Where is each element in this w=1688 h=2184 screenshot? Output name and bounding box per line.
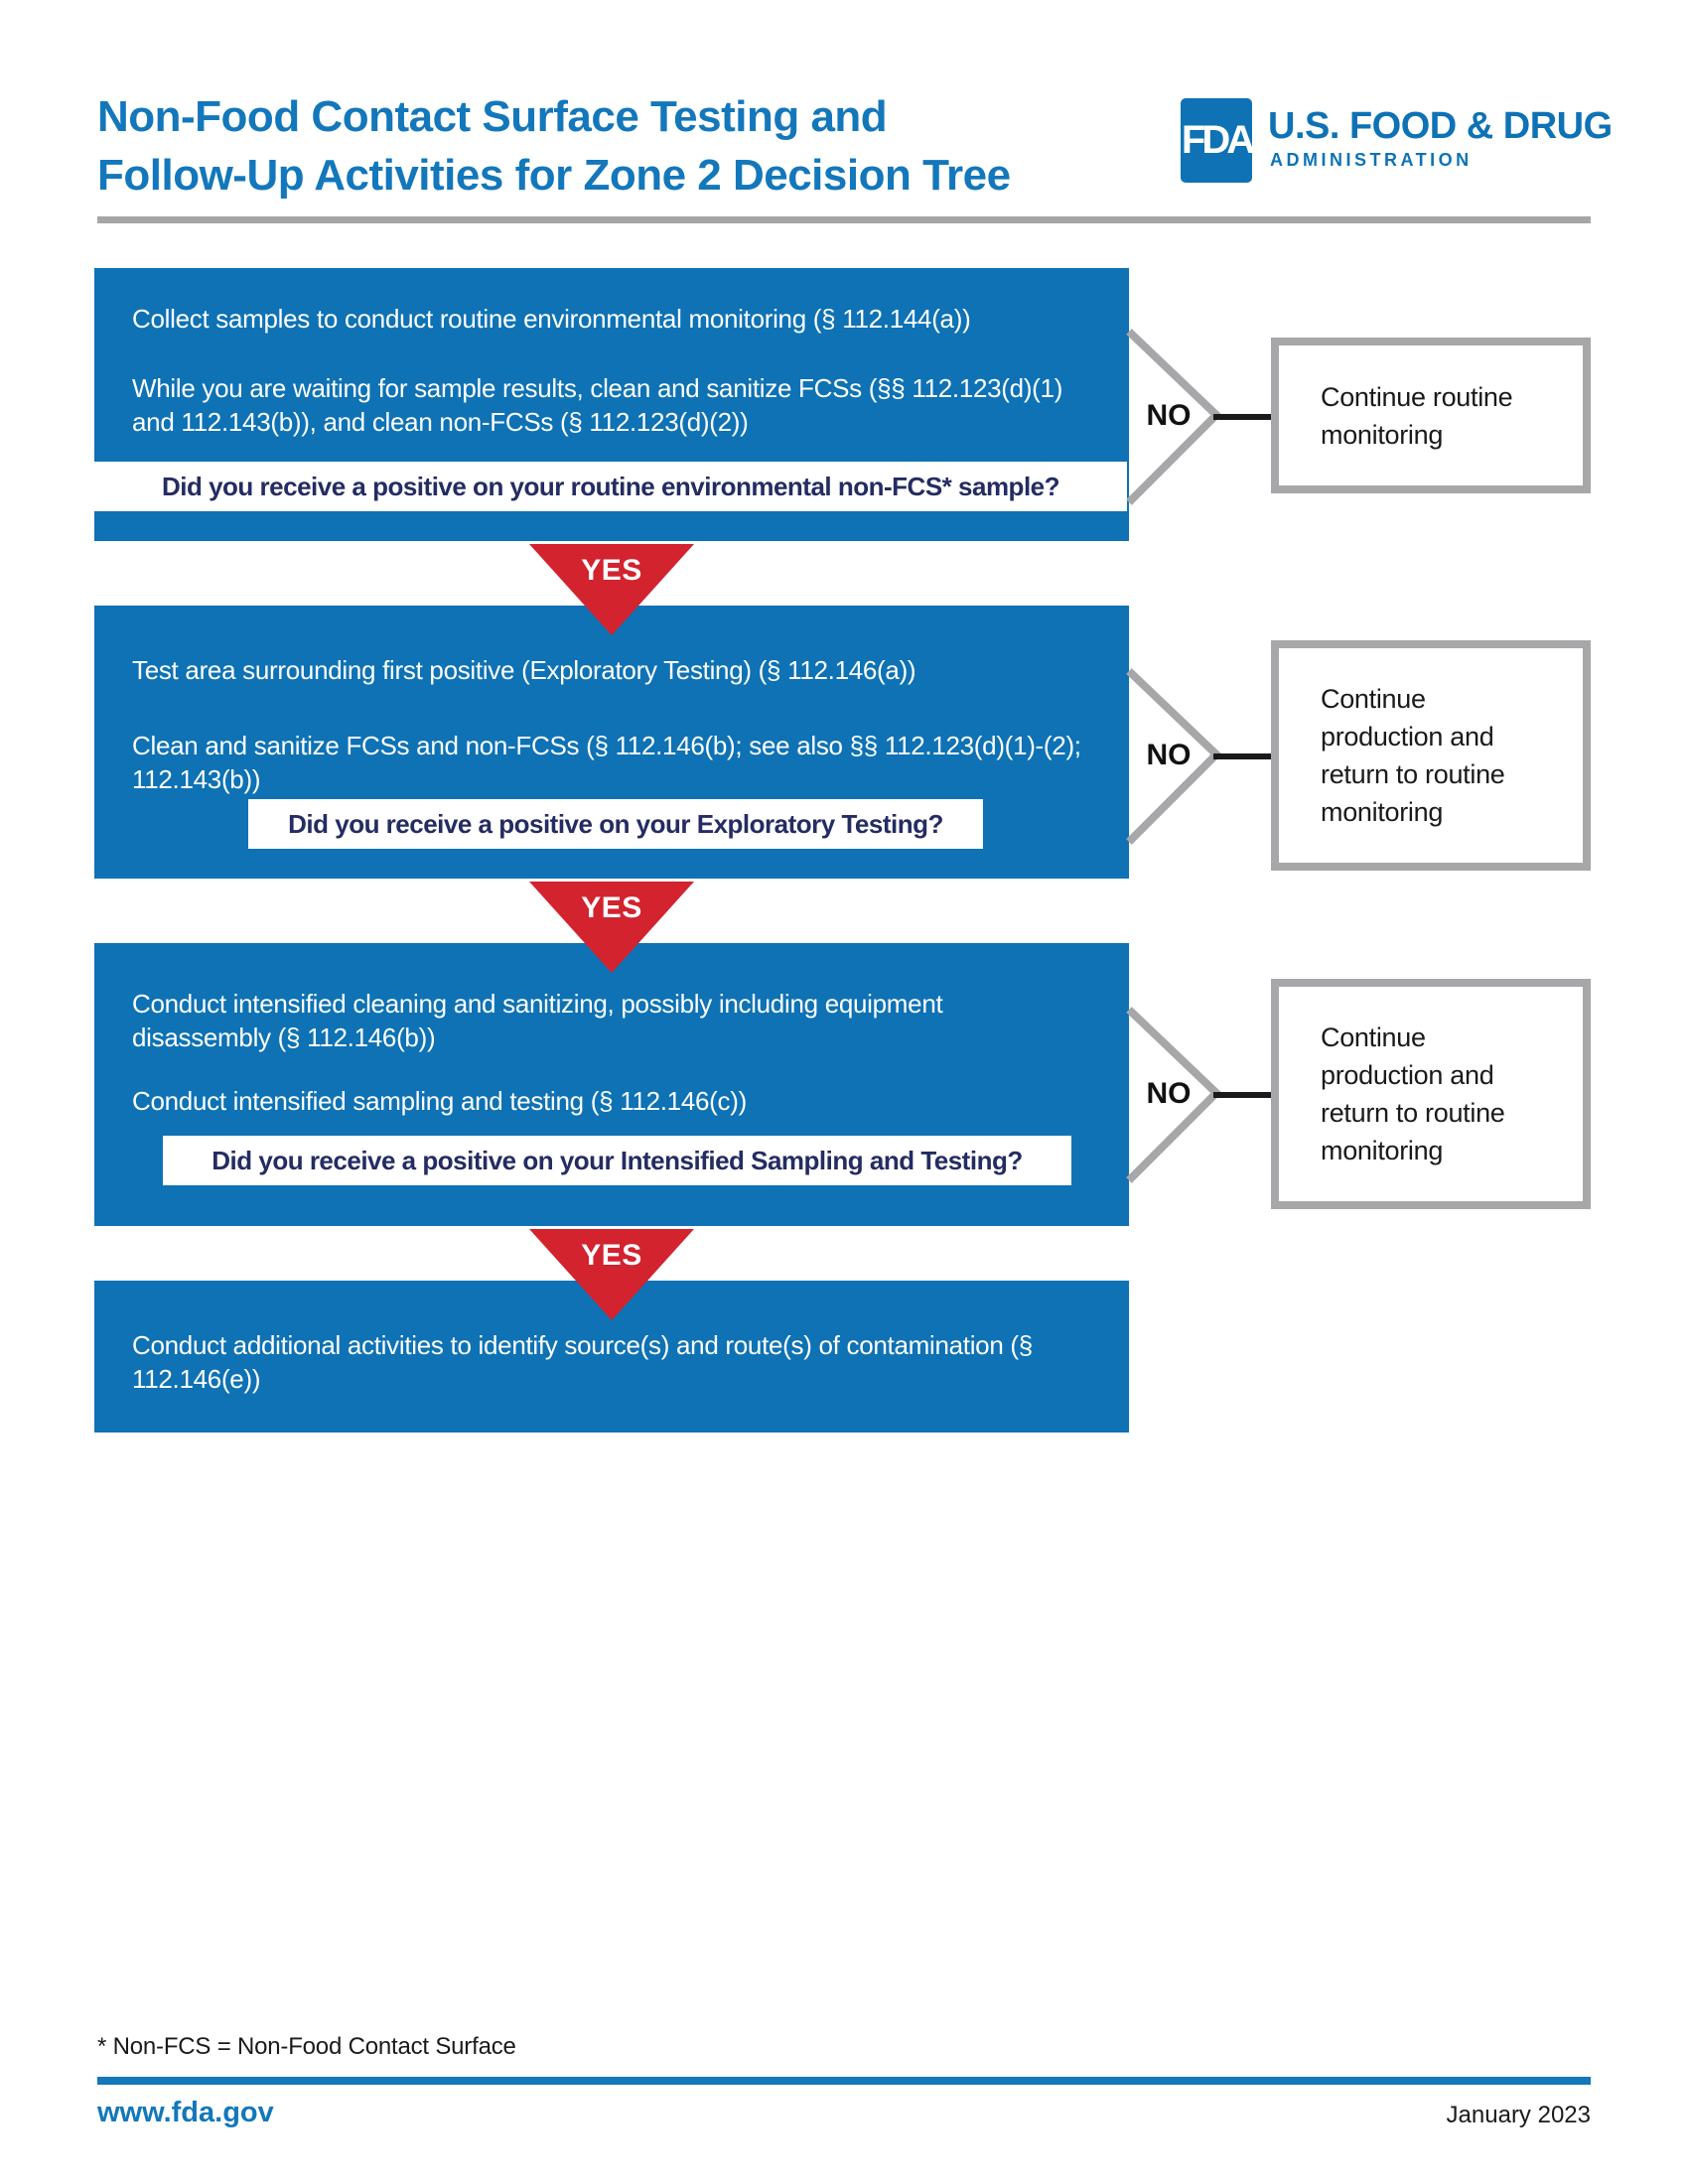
- outcome-box: Continue production and return to routin…: [1271, 640, 1591, 871]
- footer-date: January 2023: [1446, 2102, 1591, 2128]
- step-box-identify-contamination: Conduct additional activities to identif…: [94, 1281, 1129, 1433]
- question-banner: Did you receive a positive on your routi…: [94, 462, 1127, 511]
- header-divider: [97, 216, 1591, 223]
- page-title: Non-Food Contact Surface Testing and Fol…: [97, 87, 1011, 205]
- step-box-intensified-sampling: Conduct intensified cleaning and sanitiz…: [94, 943, 1129, 1226]
- fda-wordmark-line1: U.S. FOOD & DRUG: [1268, 105, 1613, 147]
- step-paragraph: Clean and sanitize FCSs and non-FCSs (§ …: [132, 731, 1081, 794]
- connector-line: [1213, 1092, 1271, 1098]
- fda-wordmark-line2: ADMINISTRATION: [1270, 150, 1473, 170]
- footer-divider: [97, 2077, 1591, 2085]
- outcome-text: Continue routine monitoring: [1321, 381, 1513, 450]
- yes-label: YES: [581, 1239, 642, 1272]
- step-box-routine-monitoring: Collect samples to conduct routine envir…: [94, 268, 1129, 541]
- yes-label: YES: [581, 554, 642, 587]
- step-paragraph: Conduct intensified sampling and testing…: [132, 1086, 747, 1116]
- step-paragraph: Collect samples to conduct routine envir…: [132, 304, 971, 334]
- footnote: * Non-FCS = Non-Food Contact Surface: [97, 2033, 516, 2060]
- yes-label: YES: [581, 891, 642, 924]
- no-label: NO: [1146, 1077, 1192, 1110]
- question-banner: Did you receive a positive on your Explo…: [248, 799, 983, 849]
- fda-logo-icon: FDA: [1181, 98, 1255, 183]
- question-banner: Did you receive a positive on your Inten…: [163, 1136, 1071, 1185]
- page-title-line2: Follow-Up Activities for Zone 2 Decision…: [97, 151, 1011, 200]
- step-paragraph: Conduct intensified cleaning and sanitiz…: [132, 989, 943, 1052]
- no-label: NO: [1146, 739, 1192, 771]
- outcome-text: Continue production and return to routin…: [1321, 684, 1505, 827]
- outcome-box: Continue production and return to routin…: [1271, 979, 1591, 1209]
- connector-line: [1213, 414, 1271, 420]
- outcome-box: Continue routine monitoring: [1271, 338, 1591, 493]
- connector-line: [1213, 753, 1271, 759]
- step-paragraph: Conduct additional activities to identif…: [132, 1330, 1033, 1394]
- page-title-line1: Non-Food Contact Surface Testing and: [97, 92, 888, 141]
- fda-gov-link[interactable]: www.fda.gov: [97, 2097, 274, 2128]
- fda-logo-acronym: FDA: [1181, 118, 1255, 162]
- step-paragraph: While you are waiting for sample results…: [132, 373, 1063, 437]
- outcome-text: Continue production and return to routin…: [1321, 1023, 1505, 1165]
- no-label: NO: [1146, 399, 1192, 432]
- step-box-exploratory-testing: Test area surrounding first positive (Ex…: [94, 606, 1129, 879]
- step-paragraph: Test area surrounding first positive (Ex…: [132, 655, 916, 685]
